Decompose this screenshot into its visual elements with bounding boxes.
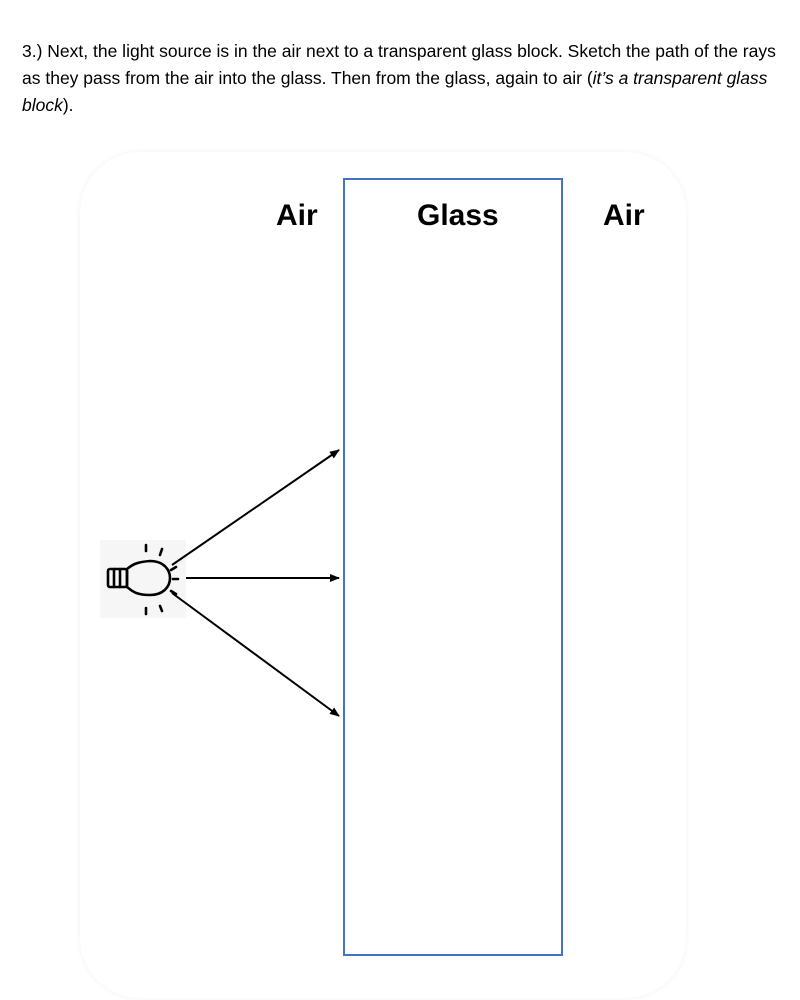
instructions-italic: it’s a transparent glass block [22,68,768,115]
ray-upper [171,449,340,566]
ray-lower [171,592,340,717]
glass-label: Glass [417,199,499,232]
instructions-text: 3.) Next, the light source is in the air… [22,41,776,88]
light-rays [171,449,340,717]
air-left-label: Air [276,199,318,232]
air-right-label: Air [603,199,645,232]
instructions-end: ). [62,95,74,115]
question-instructions: 3.) Next, the light source is in the air… [22,38,792,119]
light-bulb-icon [106,543,180,616]
glass-block [343,178,563,956]
